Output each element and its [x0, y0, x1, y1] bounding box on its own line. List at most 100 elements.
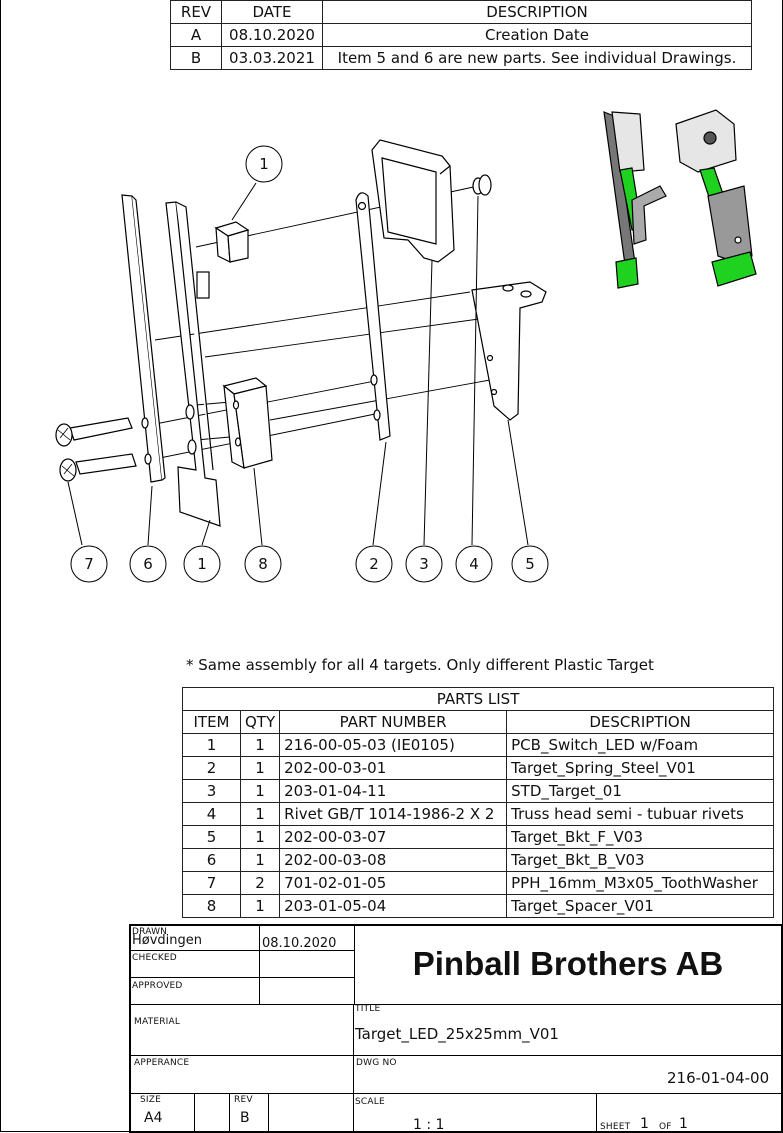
spacer-part [222, 377, 273, 470]
sheet-label: SHEET [600, 1122, 631, 1132]
qty-cell: 1 [239, 779, 281, 803]
material-label: MATERIAL [134, 1017, 181, 1027]
item-cell: 1 [182, 733, 241, 757]
revision-table: REV DATE DESCRIPTION A 08.10.2020 Creati… [170, 0, 752, 70]
balloon-circle [129, 545, 167, 583]
drawn-label: DRAWN [132, 927, 168, 937]
iso-view-front [675, 109, 757, 287]
qty-cell: 1 [239, 894, 281, 918]
scale-label: SCALE [355, 1097, 385, 1107]
part-number-cell: 203-01-04-11 [279, 779, 508, 803]
qty-cell: 2 [239, 871, 281, 895]
assembly-note: * Same assembly for all 4 targets. Only … [186, 656, 654, 674]
balloon-label: 4 [469, 555, 479, 573]
qty-cell: 1 [239, 733, 281, 757]
part-number-cell: 701-02-01-05 [279, 871, 508, 895]
revision-date: 03.03.2021 [221, 46, 323, 70]
rev-label: REV [234, 1095, 253, 1105]
balloon-label: 8 [258, 555, 268, 573]
description-cell: Target_Spring_Steel_V01 [506, 756, 775, 780]
description-cell: PCB_Switch_LED w/Foam [506, 733, 775, 757]
item-cell: 4 [182, 802, 241, 826]
description-cell: Target_Bkt_F_V03 [506, 825, 775, 849]
description-header: DESCRIPTION [506, 710, 775, 734]
screw-upper [55, 417, 133, 447]
material-cell [129, 1004, 354, 1056]
of-label: OF [659, 1122, 672, 1132]
led-block [214, 221, 250, 264]
item-cell: 7 [182, 871, 241, 895]
parts-list-table: PARTS LIST ITEM QTY PART NUMBER DESCRIPT… [181, 687, 775, 918]
balloon-circle [70, 545, 108, 583]
balloon-label: 5 [525, 555, 535, 573]
qty-cell: 1 [239, 756, 281, 780]
balloon-circle [511, 545, 549, 583]
qty-header: QTY [239, 710, 281, 734]
checked-label: CHECKED [132, 953, 177, 963]
bracket-back [121, 194, 166, 483]
table-row: 8 1 203-01-05-04 Target_Spacer_V01 [182, 894, 775, 918]
drawn-by: Høvdingen [132, 933, 203, 948]
part-number-cell: Rivet GB/T 1014-1986-2 X 2 [279, 802, 508, 826]
table-row: 7 2 701-02-01-05 PPH_16mm_M3x05_ToothWas… [182, 871, 775, 895]
qty-cell: 1 [239, 825, 281, 849]
table-row: 6 1 202-00-03-08 Target_Bkt_B_V03 [182, 848, 775, 872]
balloon-label: 1 [259, 155, 269, 173]
size-value: A4 [144, 1110, 163, 1126]
parts-list-header-row: ITEM QTY PART NUMBER DESCRIPTION [182, 710, 775, 734]
approved-date-cell [259, 977, 355, 1005]
item-cell: 8 [182, 894, 241, 918]
balloon-label: 3 [419, 555, 429, 573]
balloon-label: 2 [369, 555, 379, 573]
part-number-cell: 202-00-03-07 [279, 825, 508, 849]
part-number-cell: 202-00-03-01 [279, 756, 508, 780]
revision-date: 08.10.2020 [221, 23, 323, 47]
qty-cell: 1 [239, 848, 281, 872]
approved-label: APPROVED [132, 981, 183, 991]
table-row: 3 1 203-01-04-11 STD_Target_01 [182, 779, 775, 803]
balloon-circle [455, 545, 493, 583]
iso-view-side [603, 111, 667, 289]
table-row: 5 1 202-00-03-07 Target_Bkt_F_V03 [182, 825, 775, 849]
item-cell: 3 [182, 779, 241, 803]
balloons [70, 145, 549, 583]
blank-cell [194, 1093, 230, 1133]
company-name: Pinball Brothers AB [412, 945, 724, 982]
rivet-part [472, 174, 492, 196]
description-cell: Target_Bkt_B_V03 [506, 848, 775, 872]
part-number-cell: 202-00-03-08 [279, 848, 508, 872]
description-cell: PPH_16mm_M3x05_ToothWasher [506, 871, 775, 895]
drawing-title: Target_LED_25x25mm_V01 [355, 1025, 559, 1043]
table-row: 4 1 Rivet GB/T 1014-1986-2 X 2 Truss hea… [182, 802, 775, 826]
drawn-date: 08.10.2020 [262, 936, 337, 951]
balloon-label: 6 [143, 555, 153, 573]
item-cell: 2 [182, 756, 241, 780]
description-cell: STD_Target_01 [506, 779, 775, 803]
balloon-circle [244, 545, 282, 583]
revision-row: A 08.10.2020 Creation Date [170, 23, 752, 47]
spring-steel-part [355, 192, 391, 441]
balloon-circle [183, 545, 221, 583]
title-label: TITLE [355, 1004, 381, 1014]
appearance-label: APPERANCE [134, 1058, 190, 1068]
dwg-no-value: 216-01-04-00 [667, 1069, 770, 1087]
table-row: 1 1 216-00-05-03 (IE0105) PCB_Switch_LED… [182, 733, 775, 757]
bracket-front-part [471, 281, 547, 421]
parts-list-title-row: PARTS LIST [181, 687, 775, 711]
scale-cell [353, 1093, 597, 1133]
scale-value: 1 : 1 [413, 1117, 445, 1133]
description-header: DESCRIPTION [322, 0, 752, 24]
qty-cell: 1 [239, 802, 281, 826]
parts-list-title: PARTS LIST [181, 687, 775, 711]
balloon-label: 7 [84, 555, 94, 573]
date-header: DATE [221, 0, 323, 24]
part-number-cell: 203-01-05-04 [279, 894, 508, 918]
rev-header: REV [170, 0, 222, 24]
table-row: 2 1 202-00-03-01 Target_Spring_Steel_V01 [182, 756, 775, 780]
revision-description: Creation Date [322, 23, 752, 47]
exploded-assembly-drawing: 1 7 6 1 8 2 3 4 5 [55, 109, 757, 583]
description-cell: Truss head semi - tubuar rivets [506, 802, 775, 826]
balloon-circle [405, 545, 443, 583]
balloon-labels: 1 7 6 1 8 2 3 4 5 [84, 155, 535, 573]
of-value: 1 [679, 1116, 688, 1132]
